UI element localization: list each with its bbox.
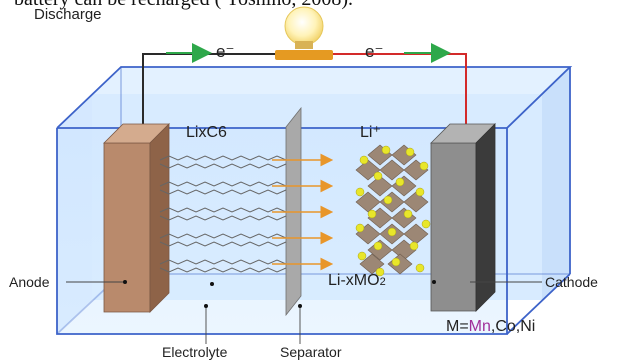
electron-left-label-text: e⁻ <box>216 42 235 61</box>
metal-prefix: M= <box>446 318 469 335</box>
cathode-label: Cathode <box>545 274 598 290</box>
callout-lines <box>66 281 542 344</box>
electron-right-label-text: e⁻ <box>365 42 384 61</box>
electrolyte-label: Electrolyte <box>162 344 228 360</box>
metal-mn: Mn <box>468 318 491 335</box>
right-wire <box>331 53 467 136</box>
left-wire <box>142 53 277 135</box>
ion-flow-arrows <box>272 153 334 271</box>
cathode-material-sub: 2 <box>379 276 386 288</box>
cathode-material-base: Li-xMO <box>328 272 380 289</box>
anode-material-label: LixC6 <box>186 124 227 141</box>
light-bulb-icon <box>275 6 333 60</box>
cathode-lattice <box>355 144 431 277</box>
top-caption-text: battery can be recharged ( Yoshino, 2008… <box>14 0 353 11</box>
cathode-material-label: Li-xMO2 <box>328 272 386 290</box>
graphite-layers <box>159 155 287 273</box>
metal-legend: M=Mn,Co,Ni <box>446 318 535 336</box>
callout-dots <box>123 280 436 308</box>
anode-label: Anode <box>9 274 50 290</box>
metal-rest: ,Co,Ni <box>490 318 536 335</box>
separator-label: Separator <box>280 344 342 360</box>
lithium-ion-label: Li⁺ <box>360 124 381 141</box>
discharge-label: Discharge <box>34 6 102 23</box>
electrolyte-tank <box>56 66 573 335</box>
anode-electrode <box>103 123 170 313</box>
cathode-electrode <box>430 123 496 312</box>
